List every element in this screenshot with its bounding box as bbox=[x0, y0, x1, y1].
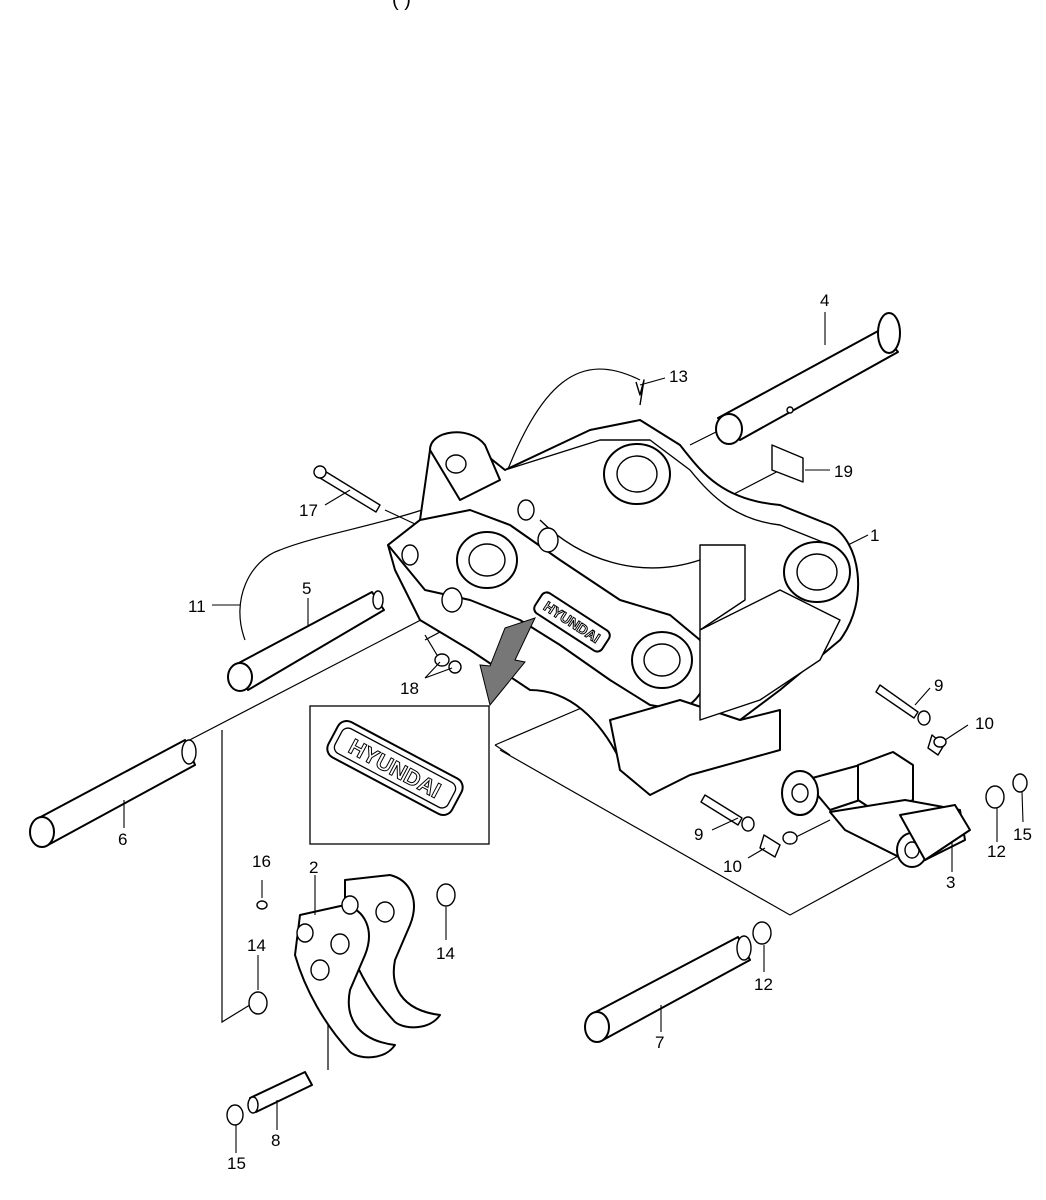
callout-14-right: 14 bbox=[436, 944, 455, 963]
pin-4 bbox=[715, 312, 901, 445]
callout-7: 7 bbox=[655, 1033, 664, 1052]
callout-10-upper: 10 bbox=[975, 714, 994, 733]
cylinder-3 bbox=[781, 751, 971, 868]
callout-14-left: 14 bbox=[247, 936, 266, 955]
callout-4: 4 bbox=[820, 291, 829, 310]
bolt-17 bbox=[313, 465, 381, 513]
callout-11: 11 bbox=[188, 597, 206, 616]
inset-detail-box: HYUNDAI bbox=[309, 705, 490, 845]
callout-labels: 4 13 19 1 17 11 5 6 18 9 10 9 10 3 12 15… bbox=[118, 291, 1032, 1173]
callout-9-upper: 9 bbox=[934, 676, 943, 695]
label-plate-19 bbox=[771, 444, 804, 483]
grease-nipple-16 bbox=[256, 900, 268, 910]
bolt-9 bbox=[700, 684, 931, 832]
callout-10-lower: 10 bbox=[723, 857, 742, 876]
pin-5 bbox=[227, 590, 385, 692]
quick-coupler-frame: HYUNDAI bbox=[387, 419, 860, 796]
ring-15 bbox=[226, 773, 1028, 1126]
callout-5: 5 bbox=[302, 579, 311, 598]
callout-3: 3 bbox=[946, 873, 955, 892]
clip-13 bbox=[635, 379, 645, 406]
callout-2: 2 bbox=[309, 858, 318, 877]
pin-8 bbox=[247, 1071, 313, 1114]
callout-16: 16 bbox=[252, 852, 271, 871]
ring-12 bbox=[752, 785, 1005, 945]
callout-12-right: 12 bbox=[987, 842, 1006, 861]
callout-8: 8 bbox=[271, 1131, 280, 1150]
ring-14 bbox=[248, 883, 456, 1015]
pin-6 bbox=[29, 739, 197, 848]
callout-18: 18 bbox=[400, 679, 419, 698]
callout-17: 17 bbox=[299, 501, 318, 520]
callout-1: 1 bbox=[870, 526, 879, 545]
callout-19: 19 bbox=[834, 462, 853, 481]
header-fragment: ( ) bbox=[392, 0, 411, 11]
callout-15-right: 15 bbox=[1013, 825, 1032, 844]
callout-6: 6 bbox=[118, 830, 127, 849]
callout-15-left: 15 bbox=[227, 1154, 246, 1173]
callout-leaders bbox=[123, 312, 1024, 1153]
callout-13: 13 bbox=[669, 367, 688, 386]
callout-9-lower: 9 bbox=[694, 825, 703, 844]
hook-plates-2 bbox=[294, 874, 441, 1059]
callout-12-lower: 12 bbox=[754, 975, 773, 994]
fitting-10 bbox=[759, 734, 947, 858]
pin-7 bbox=[584, 935, 752, 1043]
